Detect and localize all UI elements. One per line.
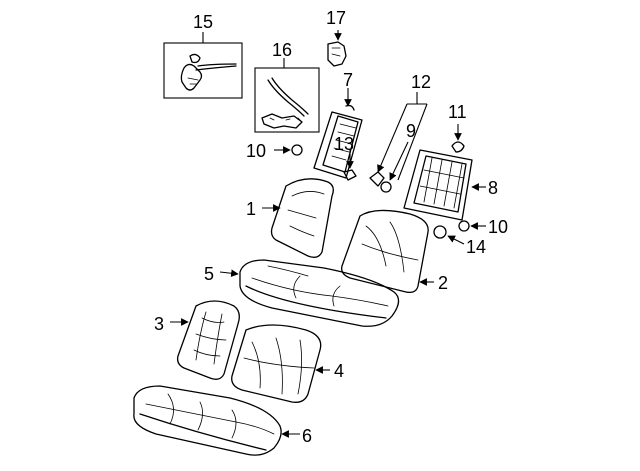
part-6-seat-cushion-pad — [133, 385, 300, 456]
callout-17: 17 — [326, 8, 346, 28]
part-8-seatback-frame-right — [403, 149, 486, 221]
part-12-bracket — [369, 92, 428, 187]
callout-10-right: 10 — [488, 217, 508, 237]
callout-5: 5 — [204, 264, 214, 284]
part-7-seatback-frame — [313, 88, 363, 179]
inset-box-16 — [254, 58, 320, 133]
callout-3: 3 — [154, 314, 164, 334]
callout-2: 2 — [438, 273, 448, 293]
callout-14: 14 — [466, 237, 486, 257]
callout-9: 9 — [406, 121, 416, 141]
inset-box-15 — [163, 32, 243, 99]
callout-6: 6 — [302, 426, 312, 446]
callout-12: 12 — [411, 72, 431, 92]
part-11-hook — [451, 124, 465, 153]
part-2-seatback-right — [341, 209, 434, 294]
callout-13: 13 — [334, 134, 354, 154]
part-5-seat-cushion-cover — [219, 259, 400, 327]
part-3-seatback-pad-left — [170, 300, 240, 380]
callout-1: 1 — [246, 199, 256, 219]
part-14-cap — [433, 225, 465, 245]
callout-4: 4 — [334, 361, 344, 381]
part-10-nut-right — [458, 220, 486, 232]
part-1-seatback-left — [262, 178, 334, 258]
callout-10-left: 10 — [246, 141, 266, 161]
part-13-bolt — [343, 150, 357, 181]
part-17-clip — [327, 30, 347, 67]
callout-16: 16 — [272, 40, 292, 60]
part-4-seatback-pad-right — [231, 324, 330, 403]
part-9-bushing — [380, 141, 409, 193]
part-10-nut-left — [274, 144, 303, 156]
callout-15: 15 — [193, 12, 213, 32]
callout-8: 8 — [488, 178, 498, 198]
callout-11: 11 — [448, 102, 467, 122]
callout-7: 7 — [343, 70, 353, 90]
